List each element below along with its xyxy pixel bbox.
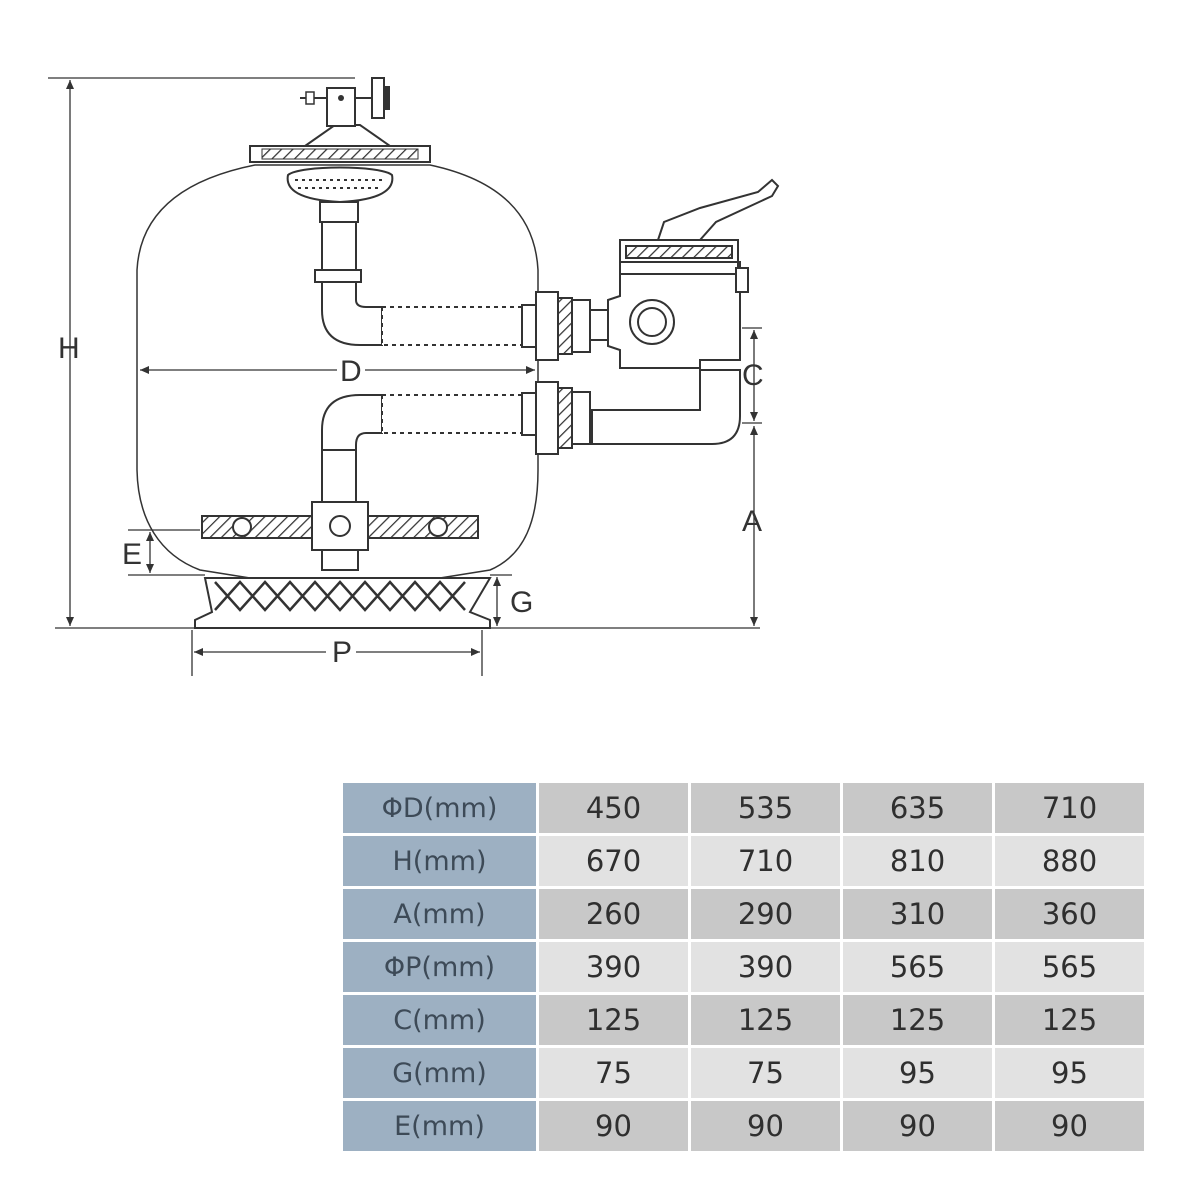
table-cell: 125 <box>539 995 688 1045</box>
dimension-lines <box>48 77 762 676</box>
table-cell: 260 <box>539 889 688 939</box>
table-cell: 310 <box>843 889 992 939</box>
pipe-unions <box>521 291 591 455</box>
upper-internal-pipe <box>314 221 523 346</box>
table-cell: 810 <box>843 836 992 886</box>
table-cell: 75 <box>691 1048 840 1098</box>
dim-label-P: P <box>332 636 352 669</box>
table-row: ΦP(mm) 390 390 565 565 <box>343 942 1144 992</box>
table-cell: 565 <box>995 942 1144 992</box>
dimension-spec-table: ΦD(mm) 450 535 635 710 H(mm) 670 710 810… <box>340 780 1147 1154</box>
table-row: C(mm) 125 125 125 125 <box>343 995 1144 1045</box>
table-row: ΦD(mm) 450 535 635 710 <box>343 783 1144 833</box>
top-lid <box>249 124 431 163</box>
sand-filter-dimension-diagram: H D C A E G P <box>48 77 780 676</box>
table-cell: 95 <box>843 1048 992 1098</box>
table-cell: 450 <box>539 783 688 833</box>
table-cell: 535 <box>691 783 840 833</box>
table-cell: 390 <box>691 942 840 992</box>
row-header: C(mm) <box>343 995 536 1045</box>
table-cell: 95 <box>995 1048 1144 1098</box>
table-cell: 635 <box>843 783 992 833</box>
table-cell: 125 <box>691 995 840 1045</box>
top-diffuser <box>286 166 394 223</box>
table-cell: 75 <box>539 1048 688 1098</box>
table-cell: 710 <box>995 783 1144 833</box>
table-cell: 710 <box>691 836 840 886</box>
row-header: A(mm) <box>343 889 536 939</box>
dim-label-C: C <box>742 359 764 392</box>
table-cell: 290 <box>691 889 840 939</box>
row-header: ΦD(mm) <box>343 783 536 833</box>
table-cell: 670 <box>539 836 688 886</box>
table-cell: 360 <box>995 889 1144 939</box>
lower-internal-pipe <box>321 394 523 503</box>
table-row: E(mm) 90 90 90 90 <box>343 1101 1144 1151</box>
bottom-laterals <box>201 501 479 571</box>
table-row: A(mm) 260 290 310 360 <box>343 889 1144 939</box>
table-row: H(mm) 670 710 810 880 <box>343 836 1144 886</box>
table-cell: 90 <box>995 1101 1144 1151</box>
dim-label-A: A <box>742 505 762 538</box>
row-header: G(mm) <box>343 1048 536 1098</box>
base-stand <box>194 577 492 629</box>
dim-label-H: H <box>58 332 80 365</box>
table-cell: 565 <box>843 942 992 992</box>
row-header: H(mm) <box>343 836 536 886</box>
table-row: G(mm) 75 75 95 95 <box>343 1048 1144 1098</box>
table-cell: 880 <box>995 836 1144 886</box>
table-cell: 90 <box>539 1101 688 1151</box>
dim-label-D: D <box>340 355 362 388</box>
row-header: E(mm) <box>343 1101 536 1151</box>
multiport-valve <box>589 178 780 445</box>
dim-label-G: G <box>510 586 533 619</box>
pressure-gauge-icon <box>300 77 390 127</box>
table-cell: 90 <box>691 1101 840 1151</box>
table-cell: 90 <box>843 1101 992 1151</box>
table-cell: 125 <box>995 995 1144 1045</box>
table-cell: 125 <box>843 995 992 1045</box>
dim-label-E: E <box>122 538 142 571</box>
row-header: ΦP(mm) <box>343 942 536 992</box>
table-cell: 390 <box>539 942 688 992</box>
